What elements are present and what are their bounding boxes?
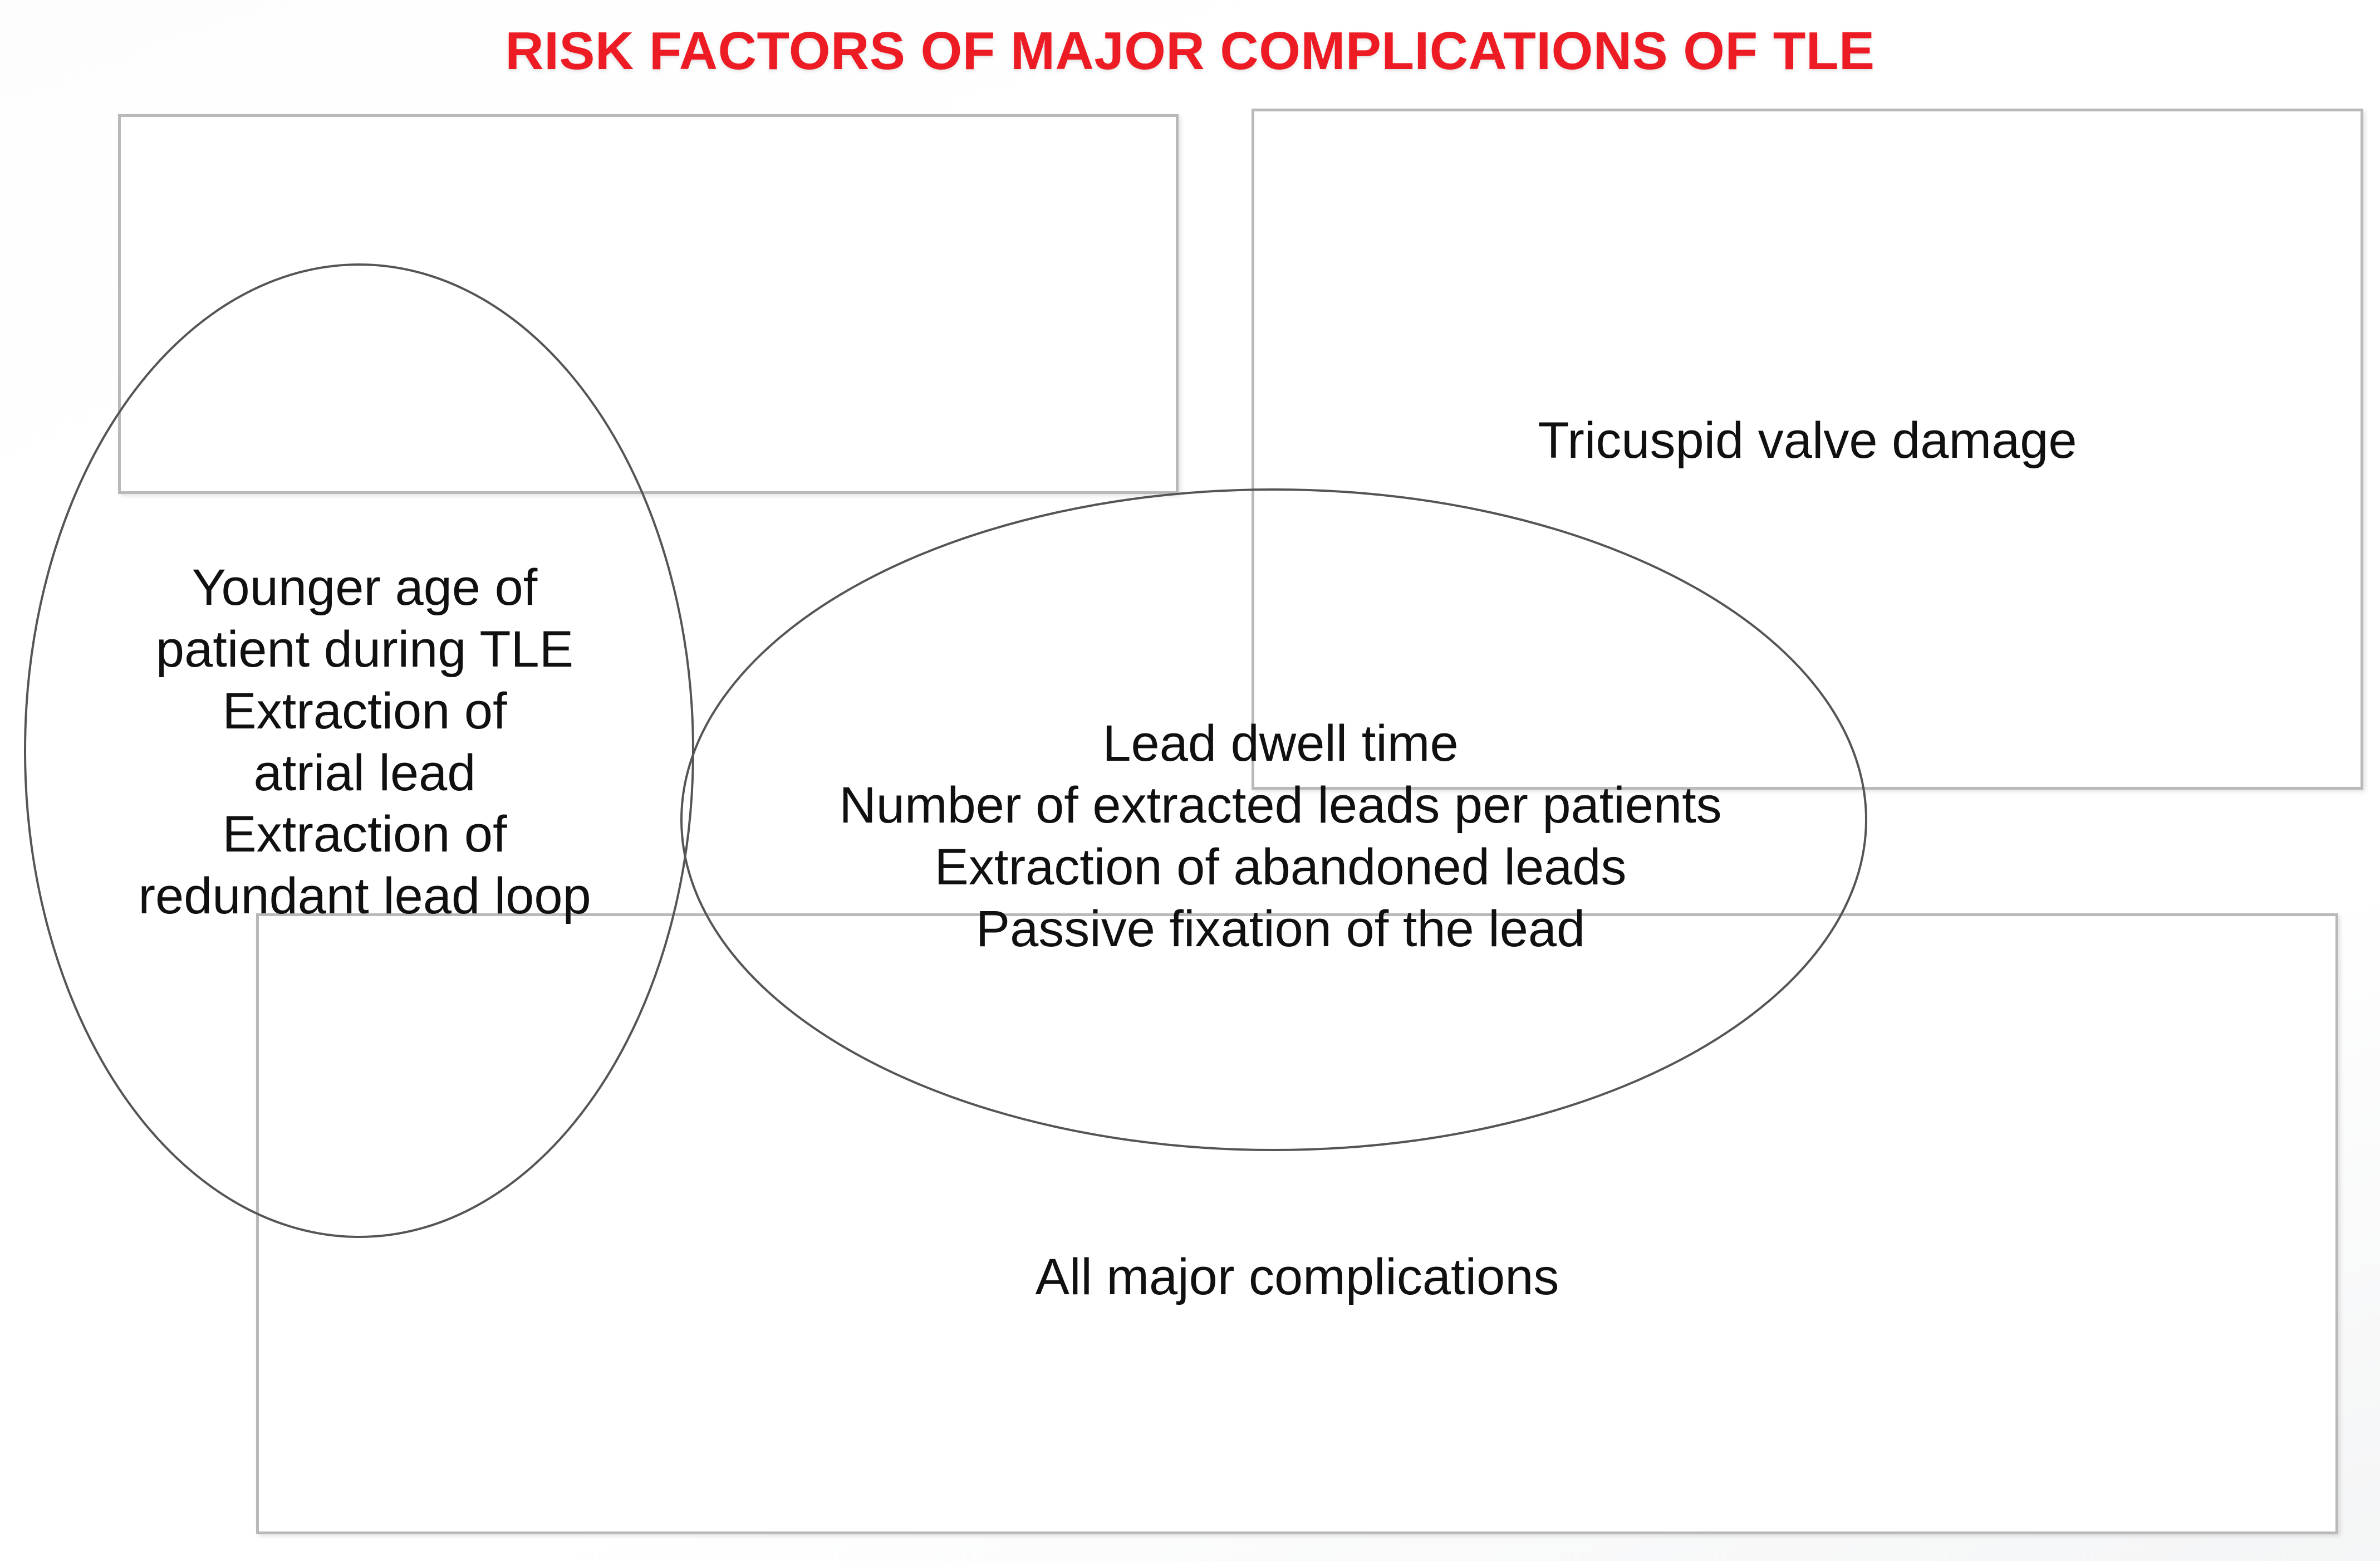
label-tricuspid-valve-damage: Tricuspid valve damage	[1538, 412, 2077, 469]
rectangle-unlabeled-top-left	[118, 114, 1179, 494]
label-center-ellipse-risk-factors: Lead dwell time Number of extracted lead…	[839, 715, 1722, 957]
rectangle-all-major-complications	[256, 913, 2338, 1534]
label-all-major-complications: All major complications	[1035, 1249, 1559, 1305]
label-left-ellipse-risk-factors: Younger age of patient during TLE Extrac…	[138, 559, 591, 925]
page-title: RISK FACTORS OF MAJOR COMPLICATIONS OF T…	[505, 21, 1875, 81]
